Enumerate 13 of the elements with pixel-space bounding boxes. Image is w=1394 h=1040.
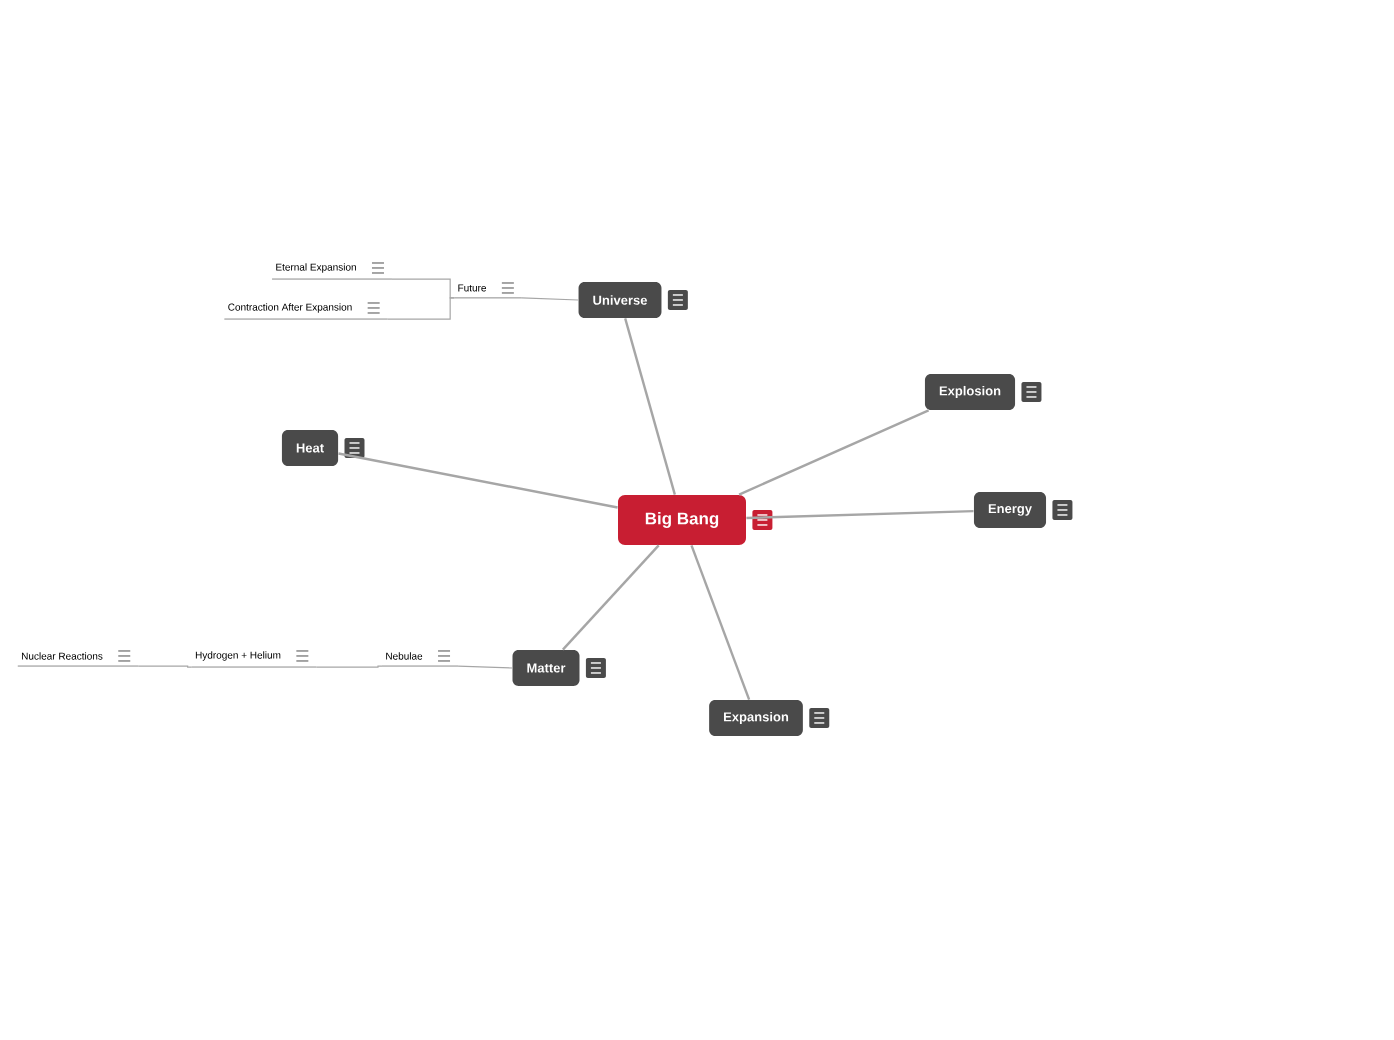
connector-line <box>457 665 513 669</box>
connector-line <box>562 544 660 651</box>
central-topic-box: Big Bang <box>618 495 746 545</box>
connector-line <box>391 278 455 299</box>
connector-line <box>738 409 930 496</box>
connector-line <box>690 544 751 700</box>
connector-line <box>521 297 579 301</box>
connector-line <box>746 509 974 520</box>
connector-line <box>338 452 618 509</box>
connector-line <box>624 318 676 495</box>
connector-line <box>387 297 455 320</box>
connector-line <box>315 665 383 668</box>
connector-line <box>137 665 193 668</box>
